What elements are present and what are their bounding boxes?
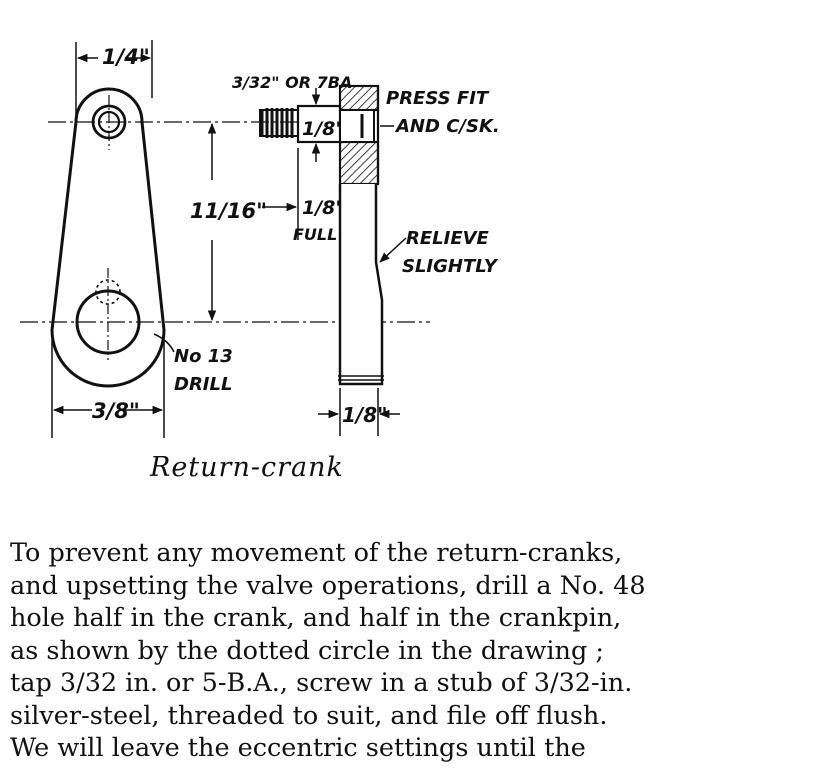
press-fit-label-2: AND C/SK. [394,116,500,137]
press-fit-label-1: PRESS FIT [386,88,490,109]
crank-edge-view [338,84,384,436]
pin-diameter-label: 1/8" [302,118,345,140]
body-paragraph: To prevent any movement of the return-cr… [10,537,810,765]
tap-size-label: 3/32" OR 7BA [232,73,352,92]
return-crank-drawing: 1/4" 3/8" 11/16" No 13 DRILL 1/8" 3/32" … [20,40,500,438]
body-line: hole half in the crank, and half in the … [10,603,622,633]
relieve-leader [379,237,407,263]
body-line: To prevent any movement of the return-cr… [10,538,623,568]
drill-label-2: DRILL [174,374,232,395]
top-width-label: 1/4" [102,45,150,69]
bottom-width-label: 3/8" [92,399,140,423]
body-line: tap 3/32 in. or 5-B.A., screw in a stub … [10,668,633,698]
pin-length-label: 1/8" [302,197,345,219]
relieve-label-1: RELIEVE [406,228,490,249]
body-line: We will leave the eccentric settings unt… [10,733,586,763]
top-width-dimension [75,40,153,118]
figure-caption: Return-crank [150,452,344,483]
bottom-width-dimension [51,340,165,438]
body-line: as shown by the dotted circle in the dra… [10,635,604,666]
centre-distance-label: 11/16" [190,199,267,223]
pin-length-note: FULL [293,225,337,244]
relieve-label-2: SLIGHTLY [402,256,499,277]
body-line: and upsetting the valve operations, dril… [10,570,646,601]
thickness-label: 1/8" [342,403,388,427]
drill-leader [153,333,175,353]
drill-label-1: No 13 [174,346,233,367]
body-line: silver-steel, threaded to suit, and file… [10,700,608,731]
crankpin [259,104,342,144]
